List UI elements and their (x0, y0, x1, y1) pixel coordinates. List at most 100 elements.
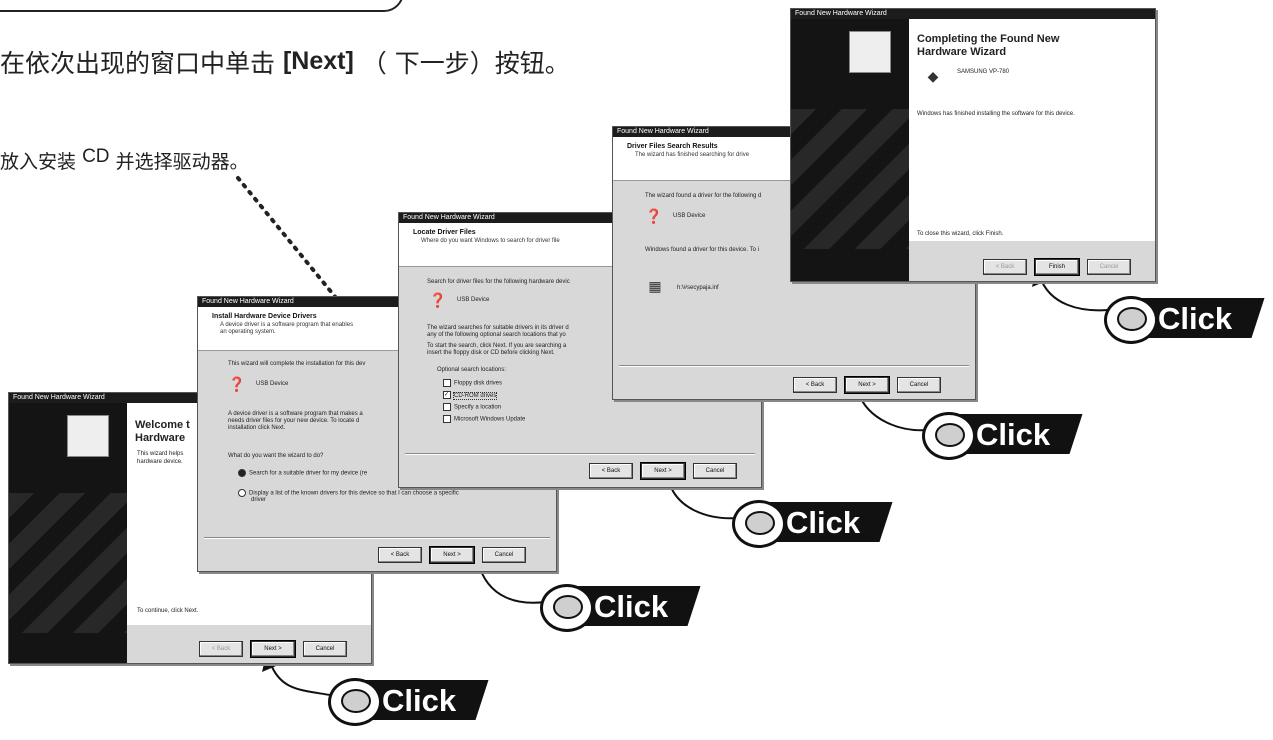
found-text: Windows found a driver for this device. … (645, 247, 759, 253)
back-button[interactable]: < Back (793, 377, 837, 393)
driver-file-icon: ▦ (648, 279, 662, 295)
instruction-cd: 放入安装 CD 并选择驱动器。 (0, 146, 249, 174)
device-icon: ❓ (429, 293, 447, 309)
windows-update-checkbox[interactable]: Microsoft Windows Update (443, 415, 525, 423)
welcome-footer: To continue, click Next. (137, 608, 199, 614)
sidebar-graphic (9, 493, 127, 633)
header-subtitle: Where do you want Windows to search for … (421, 238, 560, 244)
window-titlebar: Found New Hardware Wizard (399, 213, 761, 223)
welcome-body: This wizard helps (137, 451, 184, 457)
desc-text-2: needs driver files for your new device. … (228, 418, 360, 424)
next-button[interactable]: Next > (429, 546, 475, 564)
back-button[interactable]: < Back (589, 463, 633, 479)
device-name: USB Device (457, 297, 490, 303)
device-icon: ❓ (645, 209, 663, 225)
wizard-icon (849, 31, 891, 73)
option-list[interactable]: Display a list of the known drivers for … (238, 489, 459, 497)
device-name: USB Device (673, 213, 706, 219)
mouse-icon (1104, 296, 1158, 344)
option-search[interactable]: Search for a suitable driver for my devi… (238, 469, 367, 477)
intro-text: This wizard will complete the installati… (228, 361, 366, 367)
desc-text: The wizard searches for suitable drivers… (427, 325, 569, 331)
click-badge: Click (732, 494, 893, 548)
desc-text-2: any of the following optional search loc… (427, 332, 566, 338)
back-button[interactable]: < Back (199, 641, 243, 657)
header-title: Locate Driver Files (413, 229, 476, 236)
instruction-cd-text: 放入安装 (0, 151, 77, 173)
back-button[interactable]: < Back (983, 259, 1027, 275)
floppy-label: Floppy disk drives (454, 380, 503, 387)
cancel-button[interactable]: Cancel (1087, 259, 1131, 275)
mouse-icon (732, 500, 786, 548)
checkbox-icon (443, 379, 451, 387)
window-titlebar: Found New Hardware Wizard (791, 9, 1155, 19)
cancel-button[interactable]: Cancel (482, 547, 526, 563)
header-subtitle-2: an operating system. (220, 329, 276, 335)
intro-text: Search for driver files for the followin… (427, 279, 570, 285)
wizard-content (909, 19, 1155, 241)
back-button[interactable]: < Back (378, 547, 422, 563)
header-subtitle: The wizard has finished searching for dr… (635, 152, 750, 158)
specify-location-checkbox[interactable]: Specify a location (443, 403, 501, 411)
device-name: USB Device (256, 381, 289, 387)
welcome-title-2: Hardware (135, 432, 186, 444)
welcome-title: Welcome t (135, 419, 190, 431)
click-badge: Click (1104, 290, 1265, 344)
click-label: Click (1158, 301, 1233, 336)
mouse-icon (922, 412, 976, 460)
header-title: Install Hardware Device Drivers (212, 313, 317, 320)
click-label: Click (786, 505, 861, 540)
desc-text-3: installation click Next. (228, 425, 286, 431)
wizard-icon (67, 415, 109, 457)
window-titlebar: Found New Hardware Wizard (9, 393, 371, 403)
click-label: Click (976, 417, 1051, 452)
complete-title: Completing the Found New (917, 33, 1060, 45)
next-button[interactable]: Next > (250, 640, 296, 658)
complete-body: Windows has finished installing the soft… (917, 111, 1075, 117)
desc-text-4: insert the floppy disk or CD before clic… (427, 350, 555, 356)
instruction-next-keyword: [Next] (282, 47, 354, 75)
divider (405, 453, 755, 455)
finish-button[interactable]: Finish (1034, 258, 1080, 276)
welcome-body-2: hardware device. (137, 459, 183, 465)
click-badge: Click (540, 578, 701, 632)
option-list-label: Display a list of the known drivers for … (249, 490, 459, 497)
mouse-icon (540, 584, 594, 632)
click-badge: Click (328, 672, 489, 726)
driver-file-path: h:\#secypaja.inf (677, 285, 719, 291)
device-name: SAMSUNG VP-780 (957, 69, 1010, 75)
wizard-sidebar (9, 403, 127, 663)
desc-text: A device driver is a software program th… (228, 411, 363, 417)
cdrom-checkbox[interactable]: ✓CD-ROM drives (443, 391, 498, 400)
intro-text: The wizard found a driver for the follow… (645, 193, 762, 199)
click-badge: Click (922, 406, 1083, 460)
checkbox-icon (443, 415, 451, 423)
header-subtitle: A device driver is a software program th… (220, 322, 354, 328)
question-text: What do you want the wizard to do? (228, 453, 324, 459)
cancel-button[interactable]: Cancel (693, 463, 737, 479)
divider (204, 537, 550, 539)
floppy-checkbox[interactable]: Floppy disk drives (443, 379, 502, 387)
cancel-button[interactable]: Cancel (897, 377, 941, 393)
device-icon: ◆ (927, 69, 939, 85)
header-title: Driver Files Search Results (627, 143, 718, 150)
click-label: Click (382, 683, 457, 718)
option-search-label: Search for a suitable driver for my devi… (249, 470, 368, 477)
instruction-text: 在依次出现的窗口中单击 (0, 49, 276, 78)
radio-icon (238, 489, 246, 497)
instruction-text-end: （ 下一步）按钮。 (361, 49, 570, 78)
mouse-icon (328, 678, 382, 726)
complete-footer: To close this wizard, click Finish. (917, 231, 1004, 237)
cancel-button[interactable]: Cancel (303, 641, 347, 657)
instruction-next: 在依次出现的窗口中单击 [Next] （ 下一步）按钮。 (0, 44, 570, 80)
checkbox-icon (443, 403, 451, 411)
divider (619, 365, 969, 367)
wizard-sidebar (791, 19, 909, 281)
sidebar-graphic (791, 109, 909, 249)
windows-update-label: Microsoft Windows Update (454, 416, 526, 423)
instruction-cd-keyword: CD (82, 146, 110, 167)
window-titlebar: Found New Hardware Wizard (198, 297, 556, 307)
next-button[interactable]: Next > (640, 462, 686, 480)
optional-locations-label: Optional search locations: (437, 367, 507, 373)
next-button[interactable]: Next > (844, 376, 890, 394)
